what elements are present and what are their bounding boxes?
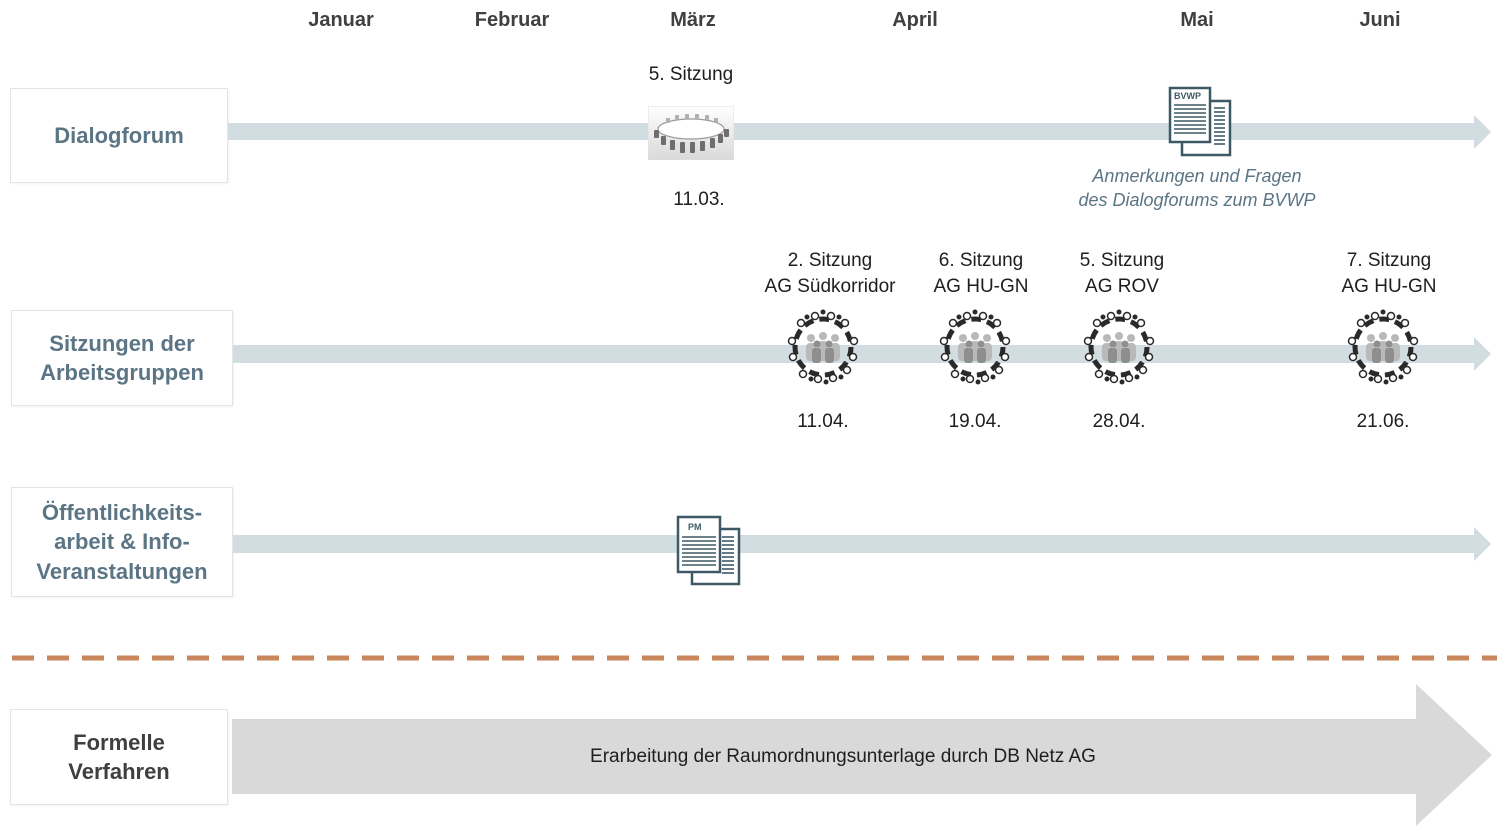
- row-label-oeffentlichkeit: Öffentlichkeits- arbeit & Info- Veransta…: [12, 488, 232, 596]
- bvwp-note: Anmerkungen und Fragen des Dialogforums …: [1078, 166, 1316, 210]
- month-juni: Juni: [1359, 9, 1401, 31]
- row-label-dialogforum: Dialogforum: [11, 89, 227, 182]
- month-januar: Januar: [308, 9, 374, 31]
- document-tag-bvwp: BVWP: [1174, 91, 1201, 101]
- timeline-arrowhead-oeffentlichkeit: [1474, 527, 1491, 561]
- dialogforum-meeting-date: 11.03.: [673, 189, 725, 210]
- oeffentlichkeit-label: Öffentlichkeits- arbeit & Info- Veransta…: [36, 500, 208, 584]
- arbeitsgruppen-label: Sitzungen der Arbeitsgruppen: [40, 330, 204, 385]
- ag-meeting-2-date: 19.04.: [948, 411, 1002, 432]
- dialogforum-label: Dialogforum: [54, 122, 184, 148]
- section-divider: [12, 655, 1497, 661]
- document-tag-pm: PM: [688, 522, 702, 532]
- ag-meeting-3-date: 28.04.: [1092, 411, 1146, 432]
- group-meeting-icon: [935, 307, 1015, 387]
- timeline-bar-oeffentlichkeit: [233, 535, 1475, 553]
- formal-process-text: Erarbeitung der Raumordnungsunterlage du…: [590, 746, 1096, 767]
- formell-label: Formelle Verfahren: [68, 729, 170, 784]
- formal-process-arrow: [232, 684, 1492, 826]
- month-maerz: März: [670, 9, 716, 31]
- group-meeting-icon: [1079, 307, 1159, 387]
- row-label-arbeitsgruppen: Sitzungen der Arbeitsgruppen: [12, 311, 232, 405]
- ag-meeting-4-title: 7. Sitzung AG HU-GN: [1341, 250, 1437, 297]
- month-mai: Mai: [1180, 9, 1214, 31]
- ag-meeting-1-title: 2. Sitzung AG Südkorridor: [764, 250, 896, 297]
- ag-meeting-1-date: 11.04.: [797, 411, 849, 432]
- document-icon: BVWP: [1168, 86, 1232, 158]
- dialogforum-meeting-title: 5. Sitzung: [648, 64, 734, 85]
- month-februar: Februar: [474, 9, 550, 31]
- ag-meeting-3-title: 5. Sitzung AG ROV: [1079, 250, 1165, 297]
- round-table-icon: [647, 105, 735, 161]
- timeline-arrowhead-dialogforum: [1474, 115, 1491, 149]
- month-april: April: [892, 9, 938, 31]
- group-meeting-icon: [1343, 307, 1423, 387]
- timeline-bar-dialogforum: [228, 123, 1475, 140]
- group-meeting-icon: [783, 307, 863, 387]
- timeline-arrowhead-arbeitsgruppen: [1474, 337, 1491, 371]
- ag-meeting-2-title: 6. Sitzung AG HU-GN: [933, 250, 1029, 297]
- row-label-formell: Formelle Verfahren: [11, 710, 227, 804]
- document-icon: PM: [676, 515, 742, 587]
- ag-meeting-4-date: 21.06.: [1356, 411, 1410, 432]
